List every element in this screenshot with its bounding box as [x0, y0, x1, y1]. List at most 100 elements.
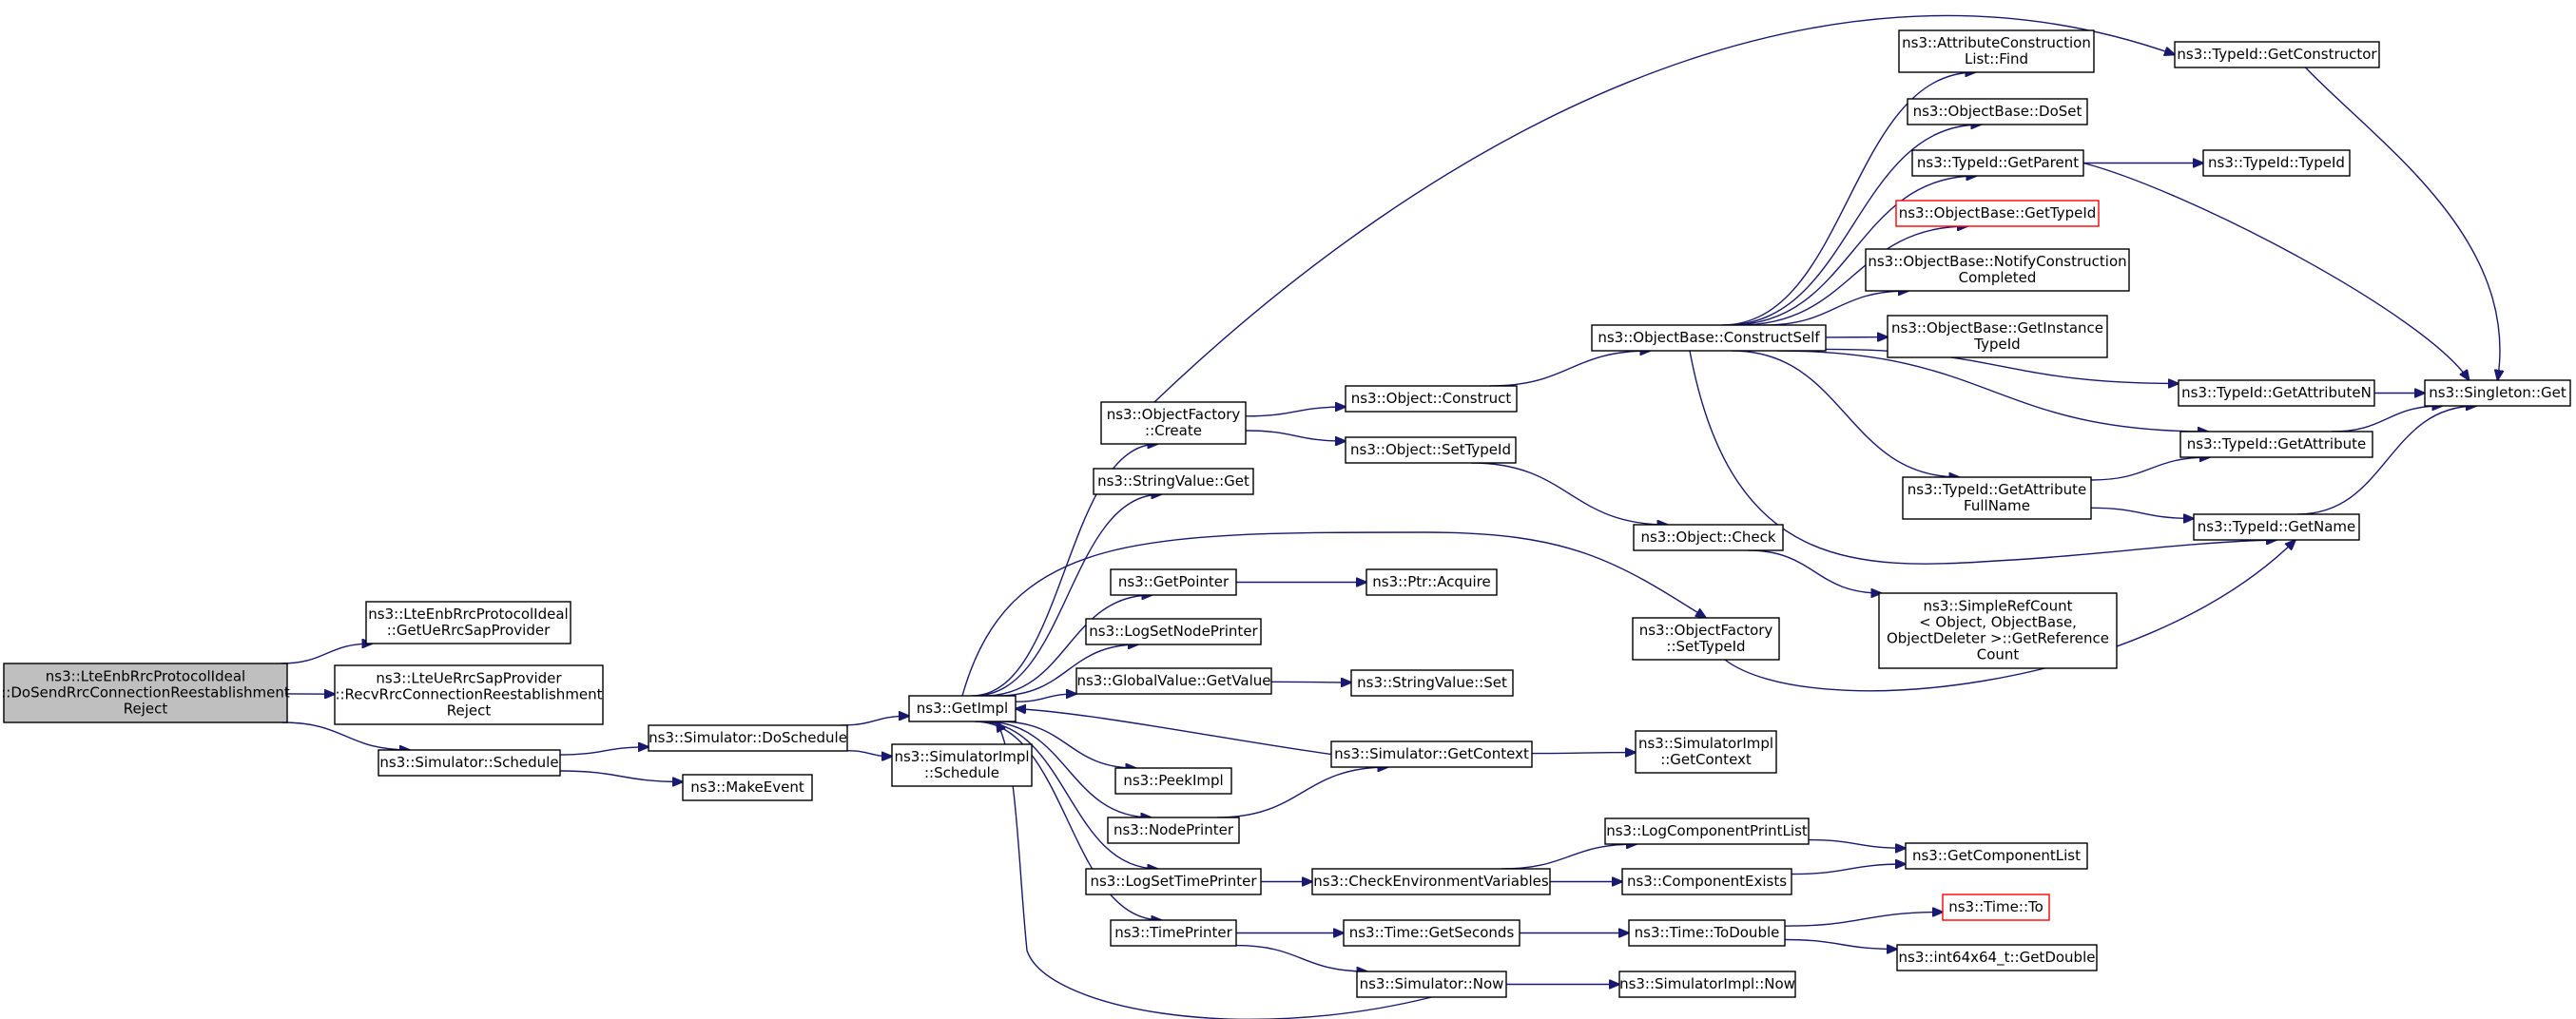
node-box: [1356, 971, 1507, 998]
function-node[interactable]: ns3::NodePrinter: [1107, 817, 1240, 844]
edge-line: [1501, 844, 1637, 870]
function-node[interactable]: ns3::ObjectBase::NotifyConstructionCompl…: [1865, 248, 2130, 292]
function-node[interactable]: ns3::int64x64_t::GetDouble: [1896, 944, 2098, 971]
function-node[interactable]: ns3::TimePrinter: [1110, 919, 1237, 947]
function-node[interactable]: ns3::SimulatorImpl::Now: [1618, 971, 1796, 998]
node-box: [1604, 817, 1810, 845]
node-box: [1628, 919, 1786, 947]
call-edge: [1531, 753, 1636, 754]
function-node[interactable]: ns3::ObjectFactory::SetTypeId: [1632, 617, 1780, 661]
edge-line: [1216, 767, 1388, 818]
function-node[interactable]: ns3::Object::SetTypeId: [1345, 436, 1517, 464]
call-edge: [281, 721, 410, 750]
node-box: [334, 664, 604, 725]
node-label: ns3::TypeId::GetParent: [1917, 154, 2079, 171]
node-label: ns3::ObjectFactory: [1639, 622, 1773, 639]
function-node[interactable]: ns3::Simulator::DoSchedule: [648, 724, 848, 752]
node-label: ns3::GetPointer: [1118, 573, 1230, 590]
function-node[interactable]: ns3::Singleton::Get: [2424, 379, 2571, 407]
function-node[interactable]: ns3::GetImpl: [908, 695, 1017, 722]
edge-line: [999, 721, 1135, 768]
node-label: ns3::Time::To: [1948, 898, 2043, 915]
function-node[interactable]: ns3::SimulatorImpl::GetContext: [1635, 730, 1777, 774]
function-node[interactable]: ns3::StringValue::Get: [1093, 468, 1254, 495]
node-box: [1365, 568, 1498, 596]
function-node[interactable]: ns3::Simulator::Schedule: [378, 749, 561, 777]
function-node[interactable]: ns3::PeekImpl: [1114, 767, 1232, 795]
function-node[interactable]: ns3::ObjectBase::GetTypeId: [1895, 200, 2100, 227]
function-node[interactable]: ns3::ObjectFactory::Create: [1100, 401, 1247, 445]
function-node[interactable]: ns3::MakeEvent: [682, 774, 813, 801]
edge-line: [1725, 125, 1981, 326]
call-edge: [2090, 457, 2210, 481]
function-node[interactable]: ns3::LteEnbRrcProtocolIdeal::GetUeRrcSap…: [365, 601, 571, 644]
node-label: ns3::Object::Check: [1640, 529, 1775, 546]
call-edge: [559, 747, 649, 756]
node-label: ns3::GlobalValue::GetValue: [1076, 672, 1270, 689]
call-edge: [1015, 694, 1076, 702]
node-label: < Object, ObjectBase,: [1919, 614, 2077, 631]
function-node[interactable]: ns3::ObjectBase::ConstructSelf: [1591, 324, 1827, 352]
call-edge: [1245, 407, 1346, 417]
edge-line: [1748, 549, 1881, 593]
function-node[interactable]: ns3::Time::To: [1942, 894, 2050, 921]
function-node[interactable]: ns3::TypeId::GetAttribute: [2179, 431, 2373, 458]
function-node[interactable]: ns3::GetPointer: [1110, 568, 1237, 596]
function-node[interactable]: ns3::Time::GetSeconds: [1343, 919, 1520, 947]
call-edge: [1471, 462, 1667, 525]
function-node[interactable]: ns3::LogComponentPrintList: [1604, 817, 1810, 845]
function-node[interactable]: ns3::GetComponentList: [1905, 842, 2088, 870]
node-label: ns3::Object::SetTypeId: [1350, 441, 1511, 458]
function-node[interactable]: ns3::Time::ToDouble: [1628, 919, 1786, 947]
function-node[interactable]: ns3::SimulatorImpl::Schedule: [891, 743, 1033, 787]
function-node[interactable]: ns3::LteUeRrcSapProvider::RecvRrcConnect…: [334, 664, 604, 725]
function-node[interactable]: ns3::Object::Construct: [1345, 385, 1518, 413]
function-node[interactable]: ns3::LogSetTimePrinter: [1085, 868, 1262, 895]
function-node[interactable]: ns3::TypeId::GetName: [2193, 513, 2360, 541]
call-edge: [1763, 291, 1908, 326]
function-node[interactable]: ns3::SimpleRefCount< Object, ObjectBase,…: [1878, 592, 2118, 669]
function-node[interactable]: ns3::TypeId::GetConstructor: [2174, 41, 2380, 68]
call-edge: [1748, 549, 1881, 593]
function-node[interactable]: ns3::TypeId::GetAttributeN: [2178, 379, 2375, 407]
function-node[interactable]: ns3::CheckEnvironmentVariables: [1311, 868, 1551, 895]
node-label: ns3::ObjectBase::GetInstance: [1891, 319, 2103, 336]
node-label: ns3::Time::ToDouble: [1635, 924, 1780, 941]
node-label: ns3::LteEnbRrcProtocolIdeal: [368, 606, 568, 623]
call-edge: [1016, 709, 1332, 756]
node-label: ns3::Simulator::Now: [1360, 975, 1504, 992]
call-edge: [1725, 125, 1981, 326]
function-node[interactable]: ns3::ObjectBase::DoSet: [1907, 98, 2088, 125]
function-node[interactable]: ns3::ComponentExists: [1621, 868, 1792, 895]
function-node[interactable]: ns3::Simulator::GetContext: [1330, 740, 1533, 768]
node-box: [1107, 817, 1240, 844]
node-box: [378, 749, 561, 777]
function-node[interactable]: ns3::TypeId::GetParent: [1911, 149, 2084, 177]
function-node[interactable]: ns3::Object::Check: [1633, 524, 1784, 551]
node-label: ns3::TimePrinter: [1114, 924, 1232, 941]
function-node[interactable]: ns3::StringValue::Set: [1350, 669, 1514, 697]
function-node[interactable]: ns3::LogSetNodePrinter: [1085, 618, 1262, 645]
call-edge: [999, 721, 1135, 768]
node-label: TypeId: [1973, 336, 2020, 353]
function-node[interactable]: ns3::GlobalValue::GetValue: [1075, 667, 1272, 695]
node-label: ns3::Ptr::Acquire: [1372, 573, 1490, 590]
node-label: ::GetContext: [1660, 751, 1752, 768]
call-edge: [1721, 72, 1976, 326]
node-label: List::Find: [1965, 50, 2028, 67]
node-box: [1632, 617, 1780, 661]
function-node[interactable]: ns3::TypeId::TypeId: [2202, 149, 2351, 177]
call-edge: [1808, 838, 1906, 849]
call-edge: [1724, 540, 2295, 692]
call-edge: [1689, 350, 2276, 565]
node-box: [1591, 324, 1827, 352]
function-node[interactable]: ns3::Ptr::Acquire: [1365, 568, 1498, 596]
node-box: [891, 743, 1033, 787]
call-edge: [961, 531, 1706, 697]
function-node[interactable]: ns3::Simulator::Now: [1356, 971, 1507, 998]
edge-line: [2297, 406, 2476, 515]
